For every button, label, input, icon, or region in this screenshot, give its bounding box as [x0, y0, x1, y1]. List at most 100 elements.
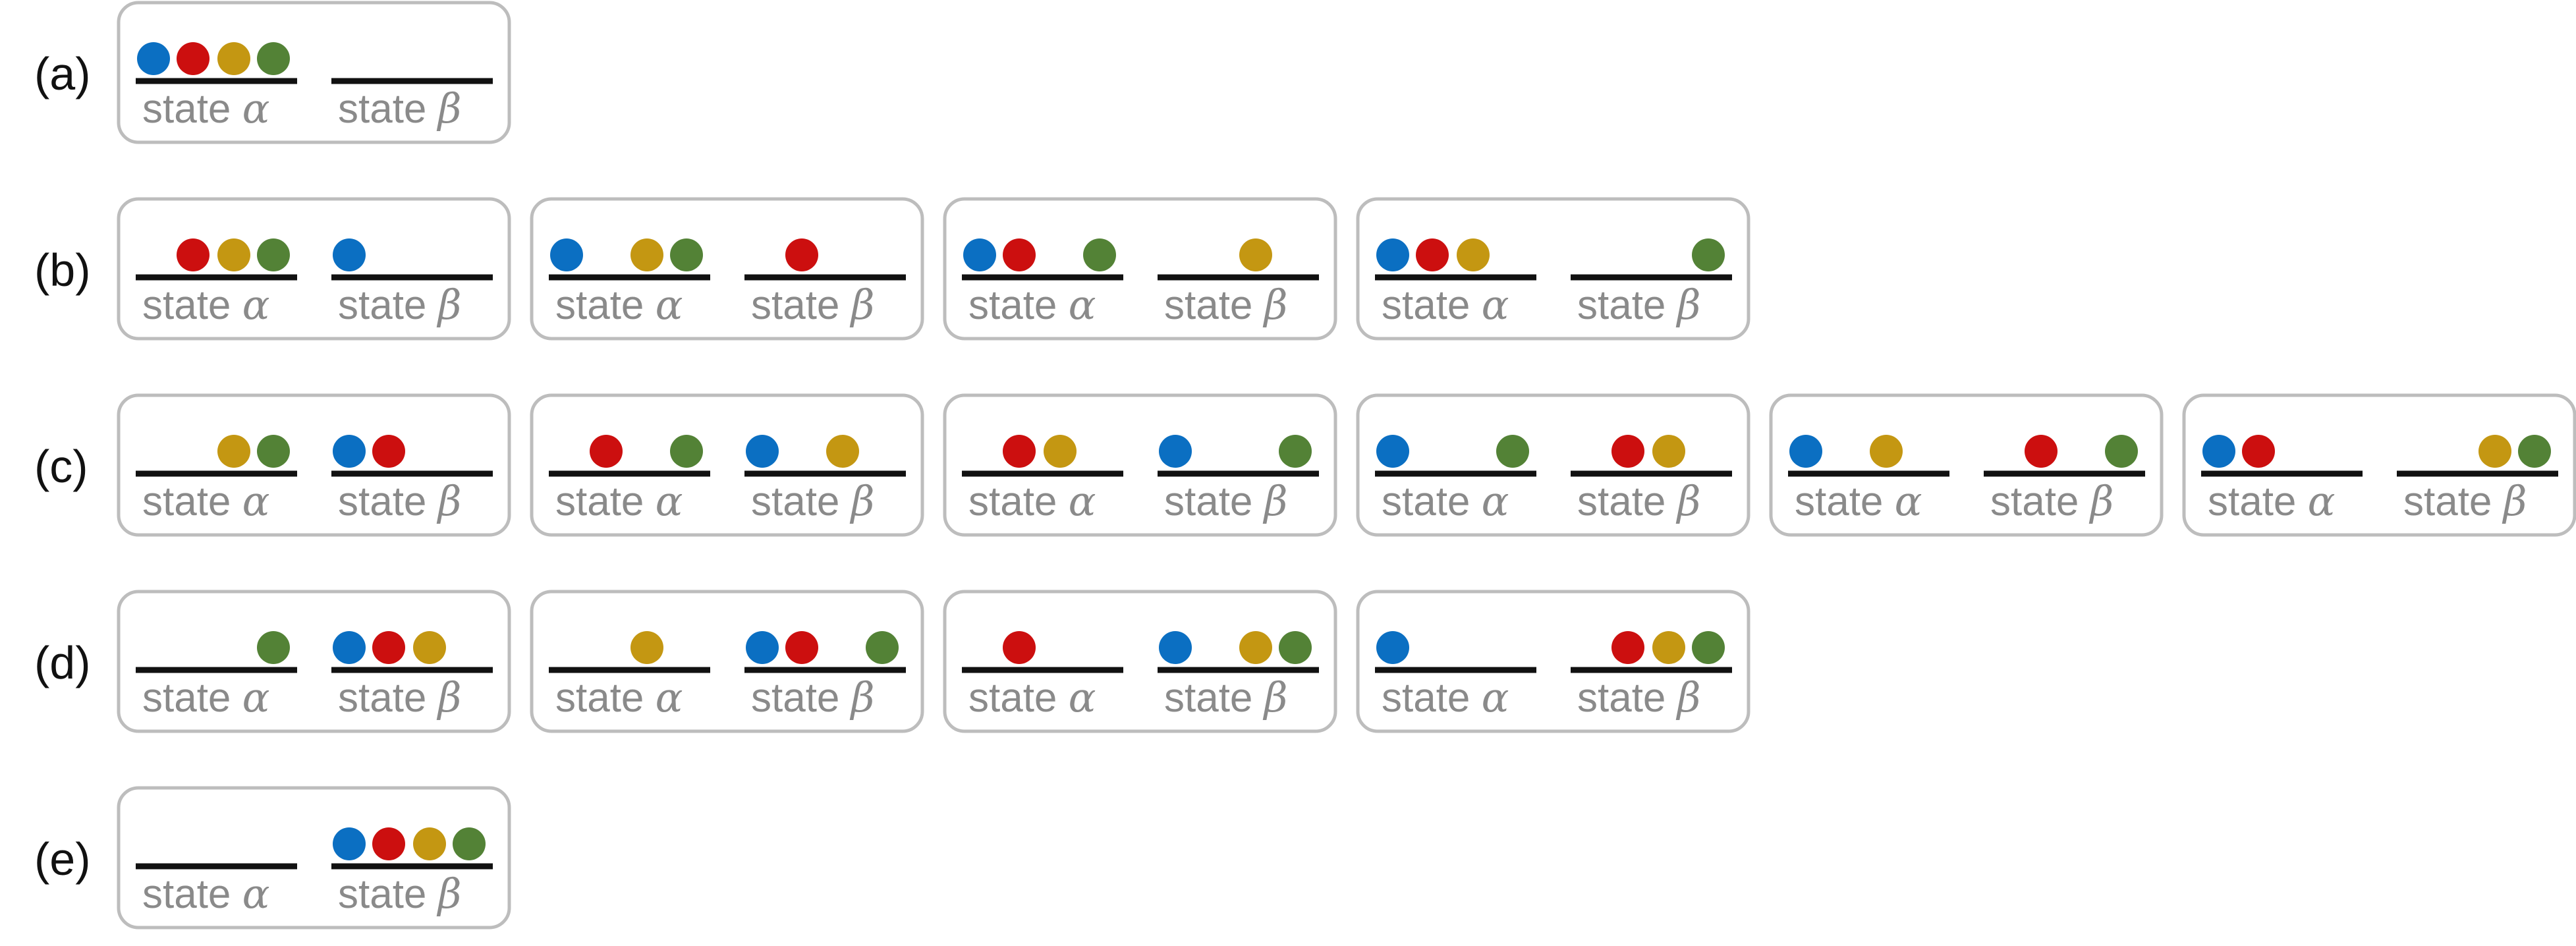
state-symbol: β — [850, 477, 875, 525]
particle-gold — [1652, 435, 1685, 468]
panel-frame — [1769, 393, 2164, 537]
state-word: state — [555, 479, 656, 524]
particle-green — [1083, 238, 1116, 271]
state-word: state — [142, 283, 242, 328]
particle-gold — [217, 42, 250, 75]
state-label-alpha: state α — [555, 477, 683, 525]
state-label-alpha: state α — [1382, 281, 1509, 329]
state-label-beta: state β — [338, 673, 461, 721]
state-word: state — [1577, 479, 1677, 524]
state-word: state — [1795, 479, 1895, 524]
particle-red — [1003, 238, 1036, 271]
particle-red — [1003, 435, 1036, 468]
particle-red — [785, 631, 818, 664]
particle-gold — [1239, 631, 1272, 664]
particle-red — [177, 42, 210, 75]
state-symbol: α — [1482, 673, 1509, 721]
panel-frame — [117, 393, 511, 537]
state-symbol: α — [2308, 477, 2336, 525]
particle-gold — [1870, 435, 1903, 468]
panel-frame — [943, 393, 1337, 537]
state-word: state — [968, 283, 1069, 328]
particle-green — [1692, 238, 1725, 271]
particle-gold — [1652, 631, 1685, 664]
state-symbol: α — [1482, 281, 1509, 329]
panel-frame — [530, 393, 924, 537]
panel-frame — [1356, 197, 1750, 341]
particle-blue — [137, 42, 170, 75]
state-word: state — [1164, 479, 1264, 524]
state-word: state — [142, 872, 242, 917]
state-label-beta: state β — [751, 673, 874, 721]
particle-blue — [2202, 435, 2235, 468]
particle-gold — [413, 631, 446, 664]
state-symbol: β — [1263, 477, 1288, 525]
state-word: state — [142, 86, 242, 132]
state-symbol: α — [242, 673, 270, 721]
particle-green — [257, 42, 290, 75]
state-symbol: α — [1069, 673, 1096, 721]
particle-blue — [550, 238, 583, 271]
row-label: (a) — [34, 48, 91, 99]
state-label-alpha: state α — [142, 870, 270, 918]
particle-blue — [1376, 631, 1409, 664]
state-word: state — [1164, 675, 1264, 721]
state-word: state — [1577, 675, 1677, 721]
state-word: state — [1164, 283, 1264, 328]
state-label-alpha: state α — [142, 281, 270, 329]
state-symbol: α — [656, 673, 683, 721]
state-word: state — [555, 283, 656, 328]
particle-gold — [1239, 238, 1272, 271]
state-label-alpha: state α — [968, 673, 1096, 721]
particle-green — [257, 238, 290, 271]
particle-green — [257, 631, 290, 664]
particle-red — [372, 435, 405, 468]
particle-red — [2025, 435, 2058, 468]
state-label-alpha: state α — [555, 281, 683, 329]
state-symbol: β — [1676, 673, 1701, 721]
state-symbol: β — [437, 870, 462, 918]
particle-blue — [333, 238, 366, 271]
state-label-beta: state β — [338, 477, 461, 525]
particle-red — [1611, 631, 1644, 664]
particle-green — [670, 238, 703, 271]
state-label-beta: state β — [751, 477, 874, 525]
particle-gold — [2478, 435, 2511, 468]
particle-red — [177, 238, 210, 271]
row-label: (b) — [34, 244, 91, 296]
particle-blue — [746, 435, 779, 468]
state-symbol: β — [2089, 477, 2114, 525]
particle-red — [2242, 435, 2275, 468]
particle-red — [1611, 435, 1644, 468]
particle-gold — [1044, 435, 1077, 468]
panel-frame — [117, 197, 511, 341]
particle-green — [453, 827, 486, 860]
state-symbol: β — [1676, 281, 1701, 329]
particle-red — [590, 435, 623, 468]
row-label: (e) — [34, 833, 91, 885]
state-symbol: α — [242, 281, 270, 329]
state-label-beta: state β — [338, 870, 461, 918]
particle-blue — [1376, 238, 1409, 271]
state-word: state — [968, 675, 1069, 721]
state-label-beta: state β — [338, 281, 461, 329]
state-symbol: α — [242, 84, 270, 132]
particle-green — [866, 631, 899, 664]
panel-frame — [943, 590, 1337, 733]
state-word: state — [1382, 479, 1482, 524]
state-symbol: β — [437, 84, 462, 132]
state-word: state — [338, 86, 438, 132]
state-symbol: α — [1069, 477, 1096, 525]
state-symbol: α — [656, 477, 683, 525]
